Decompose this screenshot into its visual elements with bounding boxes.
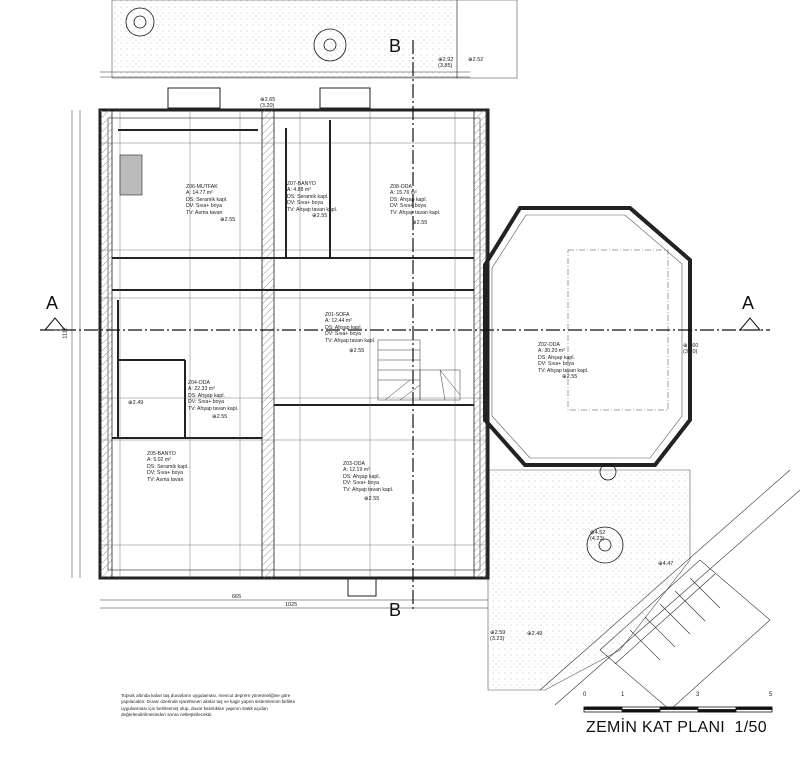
scale-tick: 1 [621,692,625,698]
room-area: A: 12.19 m² [343,467,370,474]
room-name: Z06-MUTFAK [186,184,218,190]
level-mark: ⊕2.52 [468,57,484,63]
dimension-overall-width: 1025 [285,602,298,608]
room-name: Z02-ODA [538,342,560,348]
dimension-height-left: 1112 [62,327,69,339]
room-floor: DS: Seramik kapl. [186,196,228,203]
level-mark: ⊕2.59(3.23) [490,630,506,642]
scale-tick: 3 [696,692,700,698]
section-marker-a-right: A [742,293,755,313]
garden-bottom-right [487,469,691,691]
room-name: Z04-ODA [188,380,210,386]
room-floor: DS: Ahşap kapl. [325,324,362,331]
level-mark: ⊕2.55 [349,348,365,354]
room-floor: DS: Seramik kapl. [147,463,189,470]
room-name: Z01-SOFA [325,312,350,318]
room-ceiling: TV: Ahşap tavan kapl. [343,486,394,493]
level-mark: ⊕2.55 [220,217,236,223]
drawing-note: Toprak altında kalan taş duvarların uygu… [121,693,296,718]
room-wall: DV: Sıva+ boya [147,470,183,477]
level-mark: ⊕2.55 [212,414,228,420]
room-ceiling: TV: Ahşap tavan kapl. [538,367,589,374]
room-name: Z07-BANYO [287,181,316,187]
room-area: A: 12.44 m² [325,318,352,325]
level-mark: ⊕2.55 [412,220,428,226]
level-mark: ⊕2.55 [364,496,380,502]
level-mark: ⊕2.49 [527,631,543,637]
level-mark: ⊕2.55 [562,374,578,380]
level-mark: ⊕5.60(3.20) [683,343,699,355]
section-marker-b-top: B [389,36,402,56]
room-area: A: 30.20 m² [538,348,565,355]
room-area: A: 15.76 m² [390,190,417,197]
room-wall: DV: Sıva+ boya [325,331,361,338]
garden-top [111,0,458,79]
room-area: A: 5.02 m² [147,457,171,464]
room-area: A: 22.33 m² [188,386,215,393]
room-name: Z05-BANYO [147,451,176,457]
room-ceiling: TV: Ahşap tavan kapl. [390,209,441,216]
level-mark: ⊕2.49 [128,400,144,406]
room-ceiling: TV: Ahşap tavan kapl. [325,337,376,344]
level-mark: ⊕2.55 [312,213,328,219]
room-area: A: 14.77 m² [186,190,213,197]
room-ceiling: TV: Asma tavan [186,209,223,216]
room-wall: DV: Sıva+ boya [186,203,222,210]
room-area: A: 4.88 m² [287,187,311,194]
section-marker-a-left: A [46,293,59,313]
room-name: Z03-ODA [343,461,365,467]
room-wall: DV: Sıva+ boya [538,361,574,368]
room-ceiling: TV: Ahşap tavan kapl. [287,206,338,213]
room-floor: DS: Ahşap kapl. [390,196,427,203]
level-mark: ⊕2.92(3.85) [438,57,454,69]
room-floor: DS: Seramik kapl. [287,193,329,200]
room-floor: DS: Ahşap kapl. [188,392,225,399]
level-mark: ⊕4.47 [658,561,674,567]
room-wall: DV: Sıva+ boya [188,399,224,406]
room-ceiling: TV: Asma tavan [147,476,184,483]
room-ceiling: TV: Ahşap tavan kapl. [188,405,239,412]
room-wall: DV: Sıva+ boya [390,203,426,210]
drawing-title: ZEMİN KAT PLANI 1/50 [586,719,767,736]
level-mark: ⊕2.65(3.20) [260,97,276,109]
dimension-inner-width: 665 [232,594,242,600]
room-name: Z08-ODA [390,184,412,190]
section-marker-b-bottom: B [389,600,402,620]
scale-tick: 5 [769,692,773,698]
octagon-room-wall [483,206,692,467]
room-wall: DV: Sıva+ boya [287,200,323,207]
room-wall: DV: Sıva+ boya [343,480,379,487]
level-mark: ⊕4.52(4.23) [590,530,606,542]
room-floor: DS: Ahşap kapl. [343,473,380,480]
scale-tick: 0 [583,692,587,698]
room-floor: DS: Ahşap kapl. [538,354,575,361]
